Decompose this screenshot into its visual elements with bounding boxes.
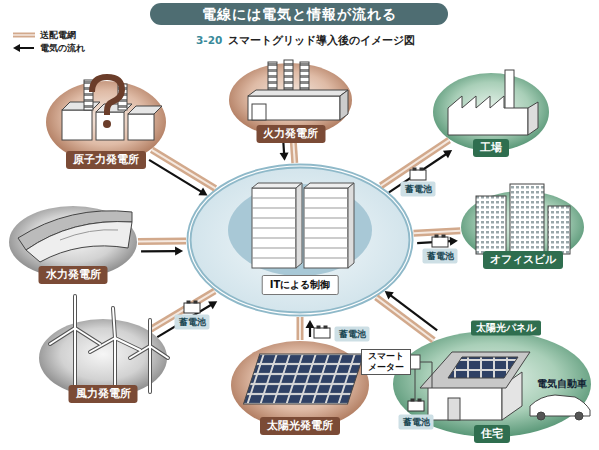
site-node: 太陽光発電所 (230, 340, 370, 430)
site-label: 火力発電所 (256, 125, 325, 143)
grid-line-core (414, 231, 461, 234)
arrow-head (175, 247, 183, 256)
grid-line (150, 291, 215, 330)
part-label: 太陽光パネル (471, 321, 541, 336)
battery-label: 蓄電池 (175, 315, 210, 330)
grid-line-core (381, 140, 449, 186)
arrow-head (306, 320, 315, 328)
site-label: 風力発電所 (69, 385, 138, 403)
site-label: 住宅 (474, 425, 510, 443)
battery-label: 蓄電池 (401, 182, 436, 197)
arrow-head (450, 237, 458, 246)
power-line (150, 291, 218, 337)
flow-arrow (157, 305, 211, 337)
site-node: 火力発電所 (228, 62, 353, 138)
grid-line (297, 317, 304, 340)
grid-line-core (138, 240, 186, 242)
battery-label: 蓄電池 (423, 249, 458, 264)
grid-line-core (299, 317, 301, 340)
site-label: 工場 (473, 139, 509, 157)
site-label: オフィスビル (483, 251, 563, 269)
control-hub: ITによる制御 (186, 163, 414, 317)
legend-sample (12, 43, 36, 53)
flow-arrow (149, 160, 201, 192)
power-line (138, 241, 186, 256)
power-line (414, 231, 461, 246)
grid-line-core (150, 291, 215, 330)
flow-arrow (309, 327, 311, 337)
part-label: スマート メーター (361, 349, 411, 375)
site-label: 水力発電所 (39, 266, 108, 284)
arrow-head (208, 301, 217, 309)
site-node: 原子力発電所 (45, 80, 167, 164)
arrow-head (385, 291, 394, 299)
grid-line (414, 231, 461, 234)
arrow-head (198, 187, 207, 195)
part-label: 電気自動車 (537, 378, 587, 391)
legend-sample (12, 30, 36, 40)
flow-arrow (282, 142, 285, 154)
battery-label: 蓄電池 (399, 415, 434, 430)
grid-line (138, 238, 186, 245)
site-node: 風力発電所 (38, 318, 168, 398)
power-line (300, 317, 315, 340)
grid-line (152, 150, 216, 189)
flow-arrow (390, 295, 437, 330)
grid-line (381, 140, 449, 186)
arrow-head (280, 152, 289, 160)
site-node: 工場 (432, 72, 550, 152)
hub-label: ITによる制御 (262, 275, 339, 295)
grid-line (376, 297, 433, 340)
site-label: 原子力発電所 (66, 151, 146, 169)
grid-line-core (376, 297, 433, 340)
figure-number: 3-20 (196, 34, 222, 46)
power-line (376, 291, 437, 340)
grid-line-core (152, 150, 216, 189)
site-node: オフィスビル (460, 190, 585, 264)
title-banner: 電線には電気と情報が流れる (150, 3, 448, 25)
battery-label: 蓄電池 (335, 327, 370, 342)
site-node: 水力発電所 (8, 205, 138, 279)
power-line (149, 150, 215, 196)
legend-text: 送配電網 (40, 29, 76, 42)
site-label: 太陽光発電所 (260, 417, 340, 435)
legend-text: 電気の流れ (40, 42, 85, 55)
flow-arrow (417, 241, 451, 243)
arrow-head (443, 150, 452, 158)
figure-caption: スマートグリッド導入後のイメージ図 (228, 34, 415, 48)
flow-arrow (141, 250, 176, 253)
